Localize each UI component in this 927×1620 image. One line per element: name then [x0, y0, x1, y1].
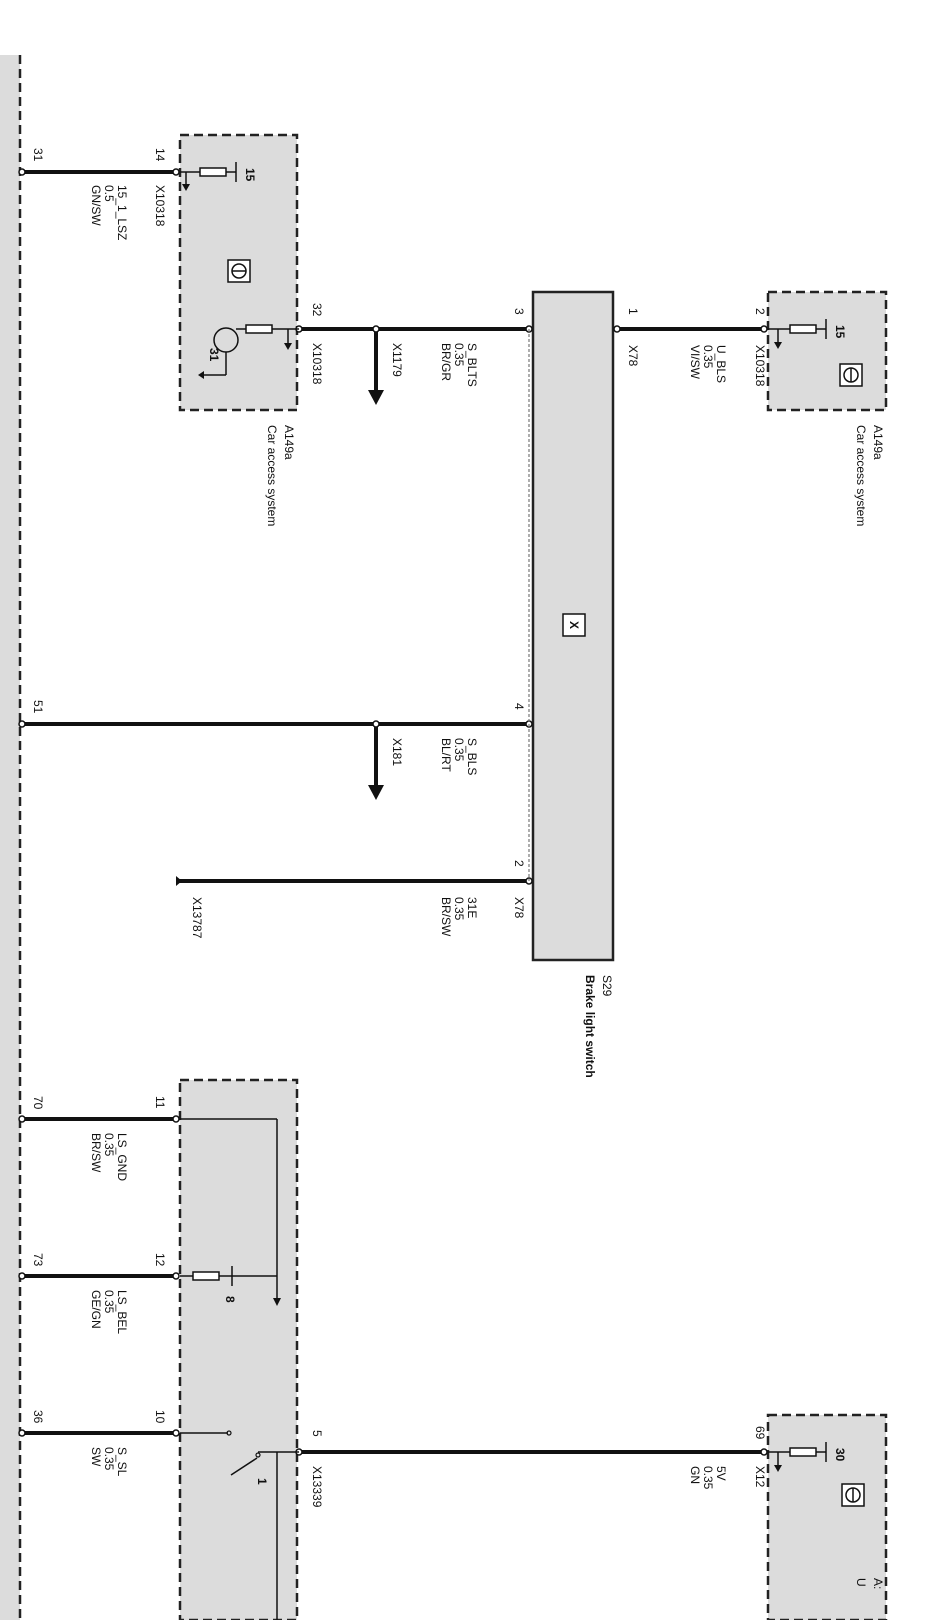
size-5v: 0.35: [701, 1466, 715, 1490]
ground-x13787: X13787: [190, 897, 204, 939]
size-ls-gnd: 0.35: [102, 1133, 116, 1157]
bottom-right-code: A:: [871, 1578, 885, 1589]
lamp-8: 8: [223, 1296, 237, 1303]
bottom-right-name: U: [854, 1578, 868, 1587]
brake-switch-code: S29: [600, 975, 614, 997]
signal-ls-gnd: LS_GND: [115, 1133, 129, 1181]
color-5v: GN: [688, 1466, 702, 1484]
connector-x78-b: X78: [512, 897, 526, 919]
resistor-30: [768, 1442, 827, 1472]
left-module-edge: [0, 55, 22, 1620]
branch-arrow-x1179: [368, 332, 384, 405]
ecu-icon-bottom-right: [841, 1483, 865, 1507]
signal-s-bls: S_BLS: [465, 738, 479, 775]
cas-left-name: Car access system: [265, 425, 279, 526]
module-x-label: X: [567, 621, 581, 629]
signal-5v: 5V: [714, 1466, 728, 1481]
connector-x10318-a: X10318: [153, 185, 167, 227]
color-ls-bel: GE/GN: [89, 1290, 103, 1329]
color-s-bls: BL/RT: [439, 738, 453, 772]
connector-x10318-c: X10318: [753, 345, 767, 387]
light-module-box: [178, 1078, 299, 1620]
switch-1: 1: [255, 1478, 269, 1485]
resistor-15-right: [768, 319, 827, 349]
pin-11: 11: [153, 1096, 167, 1109]
pin-3: 3: [512, 308, 526, 315]
cas-left-code: A149a: [282, 425, 296, 460]
bottom-right-box: [766, 1413, 888, 1620]
pin-2-switch: 2: [512, 860, 526, 867]
cas-right-name: Car access system: [854, 425, 868, 526]
branch-x181: X181: [390, 738, 404, 766]
size-u-bls: 0.35: [701, 345, 715, 369]
pin-4: 4: [512, 703, 526, 710]
resistor-15-left: [180, 162, 237, 191]
branch-x1179: X1179: [390, 343, 404, 377]
pin-70: 70: [31, 1096, 45, 1110]
signal-s-blts: S_BLTS: [465, 343, 479, 387]
pin-69: 69: [753, 1426, 767, 1440]
connector-x10318-b: X10318: [310, 343, 324, 385]
size-15-1-lsz: 0.5: [102, 185, 116, 202]
signal-15-1-lsz: 15_1_LSZ: [115, 185, 129, 240]
size-31e: 0.35: [452, 897, 466, 921]
transistor-31: [198, 324, 299, 379]
supply-30: 30: [833, 1448, 847, 1462]
ecu-icon-left: [227, 259, 251, 283]
pin-31: 31: [31, 148, 45, 162]
connector-x13339: X13339: [310, 1466, 324, 1508]
color-s-sl: SW: [89, 1447, 103, 1467]
branch-arrow-x181: [368, 727, 384, 800]
color-31e: BR/SW: [439, 897, 453, 937]
cas-right-box: [766, 290, 888, 412]
pin-73: 73: [31, 1253, 45, 1267]
supply-15-a: 15: [243, 168, 257, 182]
signal-31e: 31E: [465, 897, 479, 918]
pin-1: 1: [626, 308, 640, 315]
connector-x78-a: X78: [626, 345, 640, 367]
signal-ls-bel: LS_BEL: [115, 1290, 129, 1334]
brake-switch-name: Brake light switch: [583, 975, 597, 1078]
cas-right-code: A149a: [871, 425, 885, 460]
light-module-internals: [180, 1118, 299, 1620]
pin-5: 5: [310, 1430, 324, 1437]
supply-31: 31: [207, 348, 221, 362]
pin-32: 32: [310, 303, 324, 317]
color-u-bls: VI/SW: [688, 345, 702, 380]
size-s-bls: 0.35: [452, 738, 466, 762]
signal-u-bls: U_BLS: [714, 345, 728, 383]
pin-36: 36: [31, 1410, 45, 1424]
color-15-1-lsz: GN/SW: [89, 185, 103, 226]
pin-2-cas: 2: [753, 308, 767, 315]
pin-10: 10: [153, 1410, 167, 1424]
connector-x12: X12: [753, 1466, 767, 1488]
signal-s-sl: S_SL: [115, 1447, 129, 1477]
module-x-icon: [562, 613, 586, 637]
color-ls-gnd: BR/SW: [89, 1133, 103, 1173]
size-s-blts: 0.35: [452, 343, 466, 367]
size-s-sl: 0.35: [102, 1447, 116, 1471]
supply-15-b: 15: [833, 325, 847, 339]
size-ls-bel: 0.35: [102, 1290, 116, 1314]
ecu-icon-right: [839, 363, 863, 387]
pin-12: 12: [153, 1253, 167, 1267]
ground-arrow-x13787: [176, 876, 182, 886]
pin-14: 14: [153, 148, 167, 162]
pin-51: 51: [31, 700, 45, 714]
color-s-blts: BR/GR: [439, 343, 453, 381]
